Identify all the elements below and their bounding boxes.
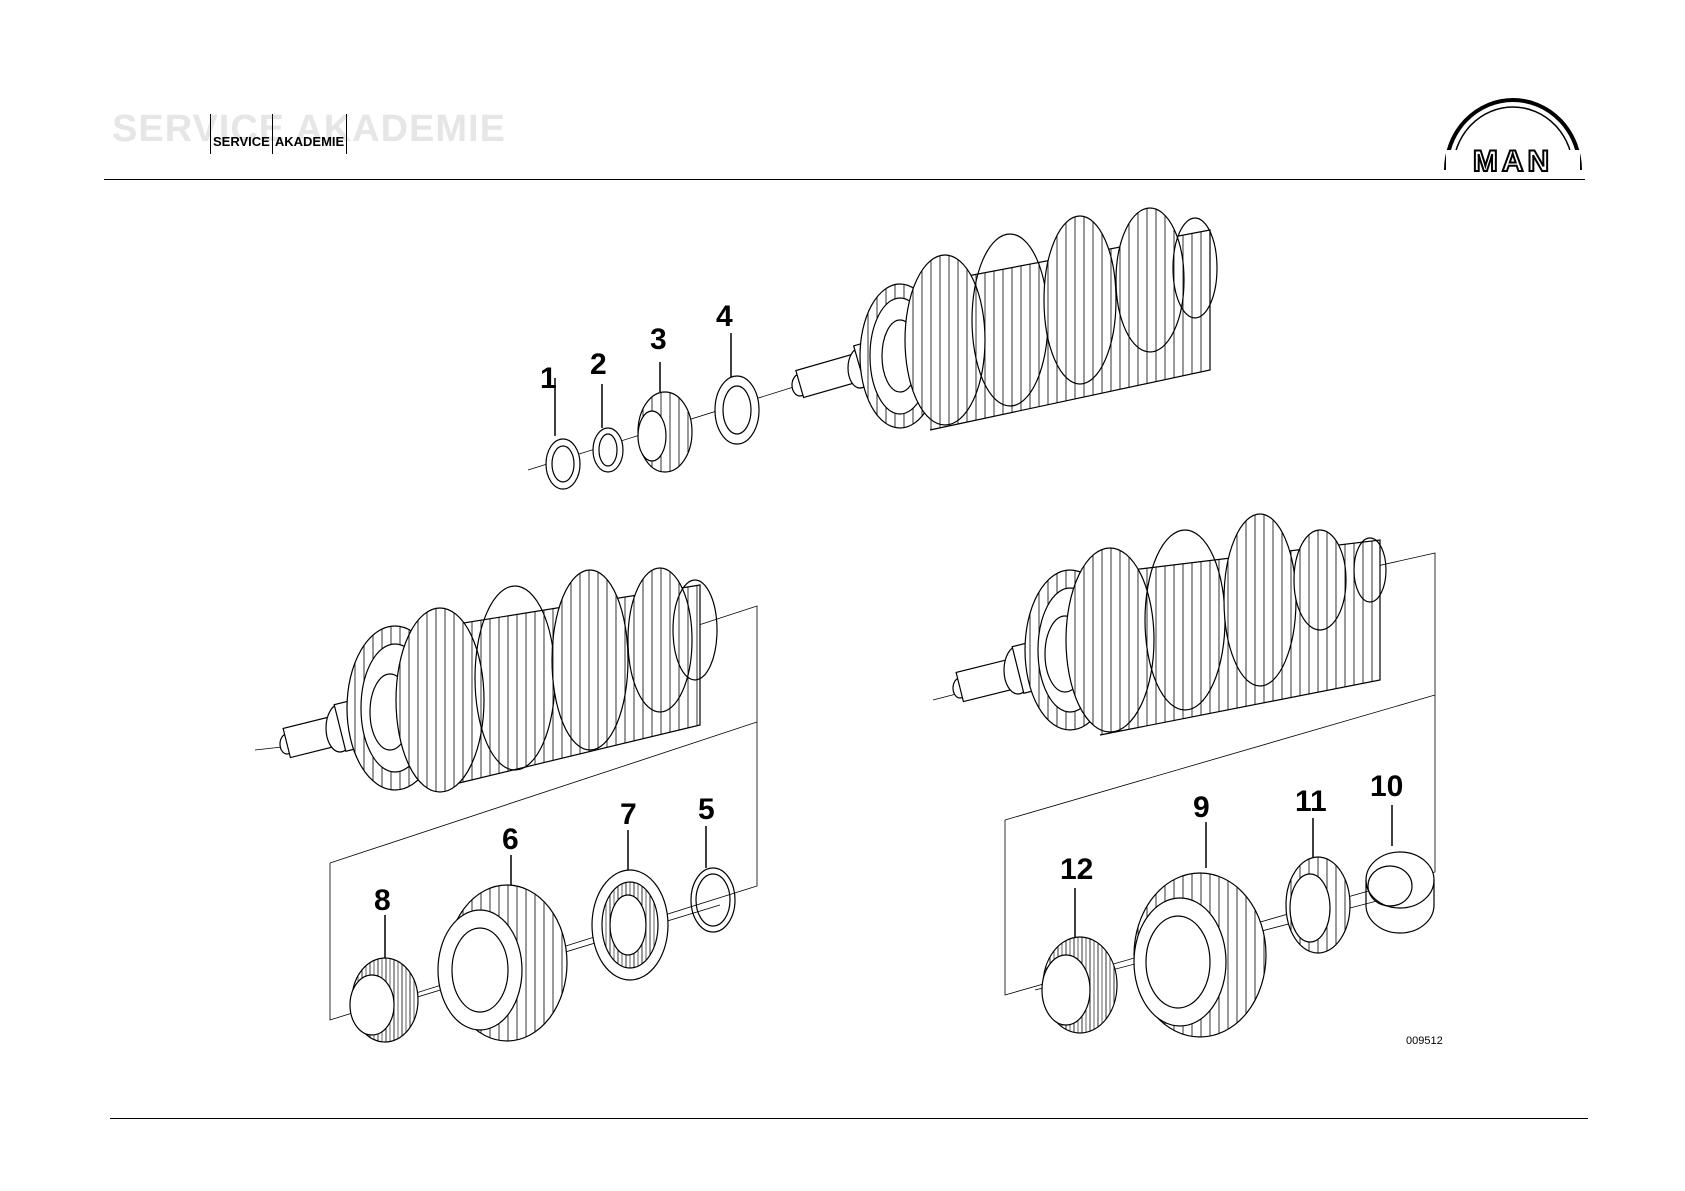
lower-left-shaft [255, 568, 757, 863]
callout-8: 8 [374, 886, 391, 916]
part-12-needle-cage [1042, 937, 1117, 1033]
part-8-needle-cage [350, 958, 418, 1042]
part-9-gear [1134, 873, 1266, 1037]
callout-10: 10 [1370, 772, 1403, 802]
part-10-bushing [1366, 852, 1434, 933]
callout-4: 4 [716, 302, 733, 332]
callout-12: 12 [1060, 855, 1093, 885]
part-7-bearing [592, 870, 668, 980]
part-3-bearing [638, 392, 692, 472]
part-11-synchro-ring [1286, 857, 1350, 953]
callout-9: 9 [1193, 793, 1210, 823]
callout-2: 2 [590, 350, 607, 380]
callout-7: 7 [620, 800, 637, 830]
part-1-washer [546, 439, 580, 489]
part-2-ring [593, 428, 623, 472]
callout-1: 1 [540, 364, 557, 394]
part-4-washer [715, 376, 759, 444]
callout-6: 6 [502, 825, 519, 855]
callout-11: 11 [1295, 787, 1327, 817]
callout-3: 3 [650, 325, 667, 355]
upper-shaft [528, 208, 1217, 470]
drawing-number: 009512 [1406, 1035, 1443, 1047]
part-6-gear [438, 885, 567, 1041]
callout-5: 5 [698, 795, 715, 825]
lower-right-shaft [933, 514, 1435, 820]
